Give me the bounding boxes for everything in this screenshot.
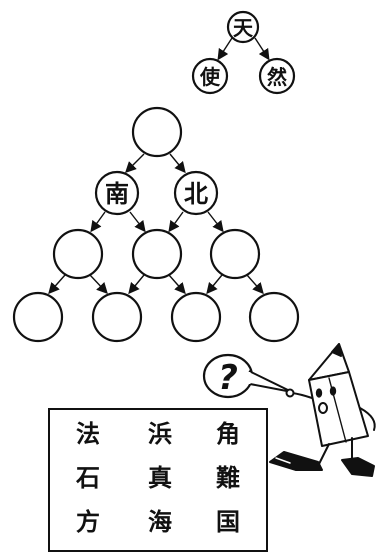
- example-top-char: 天: [233, 16, 254, 40]
- pyramid-arrows: [48, 153, 264, 295]
- pyramid-node-r2-1: 南: [94, 170, 140, 216]
- pyramid-node-r3-2: [131, 228, 183, 280]
- example-arrow-left: [217, 37, 233, 61]
- choice-r2-c2: 真: [148, 464, 172, 492]
- example-right-char: 然: [267, 65, 287, 89]
- character-choices-box: 法 浜 角 石 真 難 方 海 国: [48, 408, 268, 552]
- choice-r1-c2: 浜: [148, 420, 172, 448]
- example-node-left: 使: [191, 57, 229, 95]
- choice-r2-c1: 石: [76, 464, 100, 492]
- choice-r1-c3: 角: [216, 420, 240, 448]
- question-speech-bubble: ?: [202, 353, 293, 399]
- pyramid-node-r4-1: [12, 291, 64, 343]
- example-arrow-right: [254, 37, 270, 61]
- pyramid-node-r4-4: [248, 291, 300, 343]
- choice-r2-c3: 難: [216, 464, 240, 492]
- choice-r1-c1: 法: [76, 420, 100, 448]
- choice-r3-c1: 方: [76, 508, 100, 536]
- pencil-mascot-icon: [269, 343, 376, 477]
- question-mark-icon: ?: [218, 358, 238, 398]
- pyramid-node-r2-2: 北: [173, 170, 219, 216]
- pyramid-node-r3-3: [209, 228, 261, 280]
- example-node-top: 天: [226, 10, 260, 44]
- choice-r3-c2: 海: [148, 508, 172, 536]
- pyramid-char-south: 南: [105, 180, 129, 208]
- pyramid-node-r4-2: [91, 291, 143, 343]
- example-left-char: 使: [199, 65, 221, 89]
- pyramid-node-r1-1: [131, 106, 183, 158]
- pyramid-node-r4-3: [170, 291, 222, 343]
- choice-r3-c3: 国: [216, 508, 240, 536]
- example-node-right: 然: [258, 57, 296, 95]
- pyramid-char-north: 北: [184, 180, 208, 208]
- pyramid-node-r3-1: [52, 228, 104, 280]
